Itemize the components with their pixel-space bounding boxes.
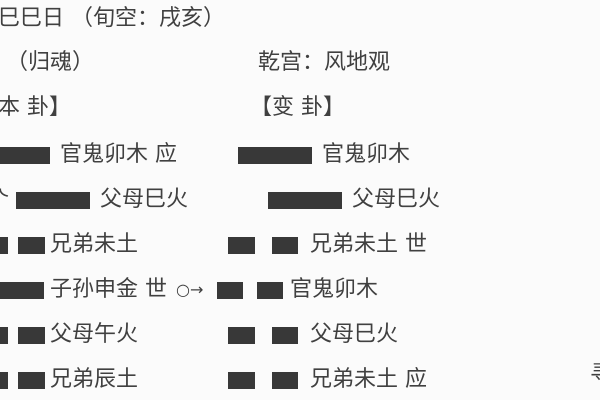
yin-line-left — [228, 327, 255, 344]
yang-line — [16, 192, 90, 209]
line-text: 父母巳火 — [352, 187, 441, 212]
yin-line-left — [0, 237, 8, 254]
yang-line — [268, 192, 342, 209]
line-text: 父母巳火 — [100, 187, 189, 212]
yin-line-left — [228, 372, 255, 389]
yin-line-right — [18, 327, 45, 344]
yin-line-right — [272, 372, 298, 389]
yin-line-left — [228, 237, 255, 254]
line-text: 官鬼卯木 应 — [60, 142, 177, 167]
yin-line-right — [18, 237, 45, 254]
yin-line-right — [272, 237, 298, 254]
line-text: 父母巳火 — [310, 322, 399, 347]
ben-gua-label: 本 卦】 — [0, 95, 71, 120]
palace-label: 乾宫：风地观 — [258, 50, 391, 75]
yin-line-right — [272, 327, 298, 344]
yin-line-left — [0, 327, 8, 344]
bian-gua-label: 【变 卦】 — [250, 95, 345, 120]
yin-line-right — [257, 282, 283, 299]
line-text: 官鬼卯木 — [290, 277, 379, 302]
yin-line-right — [18, 372, 45, 389]
yang-line — [238, 147, 312, 164]
yin-line-left — [0, 372, 8, 389]
line-text: 兄弟未土 世 — [310, 232, 427, 257]
line-text: 兄弟辰土 — [50, 367, 139, 392]
line-text: 官鬼卯木 — [322, 142, 411, 167]
moving-line-arrow: ○→ — [176, 280, 204, 299]
line-text: 子孙申金 世 — [50, 277, 167, 302]
yang-line — [0, 147, 50, 164]
line-text: 兄弟未土 应 — [310, 367, 427, 392]
line-text: 兄弟未土 — [50, 232, 139, 257]
line-prefix: ᄾ — [0, 187, 11, 212]
edge-fragment: 寻 — [590, 362, 600, 388]
yang-line — [0, 282, 44, 299]
line-text: 父母午火 — [50, 322, 139, 347]
yin-line-left — [217, 282, 243, 299]
gua-type: （归魂） — [6, 50, 95, 75]
day-line: 巳巳日 （旬空：戌亥） — [0, 6, 225, 31]
